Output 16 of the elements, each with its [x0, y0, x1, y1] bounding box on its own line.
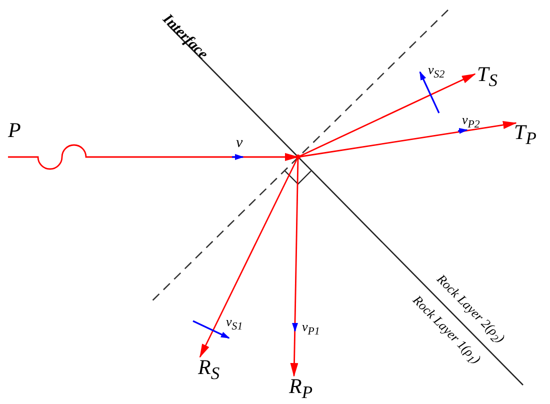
velocity-label: v$_{P2}$	[462, 113, 480, 130]
incidence-point	[296, 154, 300, 160]
ray-arrow	[298, 121, 517, 158]
wave-label: T$_{S}$	[477, 64, 498, 90]
wave-label: T$_{P}$	[514, 122, 536, 148]
velocity-label: v$_{S1}$	[226, 315, 243, 332]
wave-label: R$_{P}$	[289, 376, 313, 402]
velocity-label: v	[236, 136, 243, 151]
ray-arrow	[298, 73, 476, 158]
velocity-label: v$_{P1}$	[302, 320, 320, 338]
ray-arrow	[199, 156, 299, 358]
velocity-label: v$_{S2}$	[428, 63, 445, 80]
wave-label: R$_{S}$	[198, 357, 220, 383]
ray-arrow	[8, 144, 299, 170]
ray-arrow	[290, 156, 299, 377]
wave-label: P	[8, 120, 34, 158]
